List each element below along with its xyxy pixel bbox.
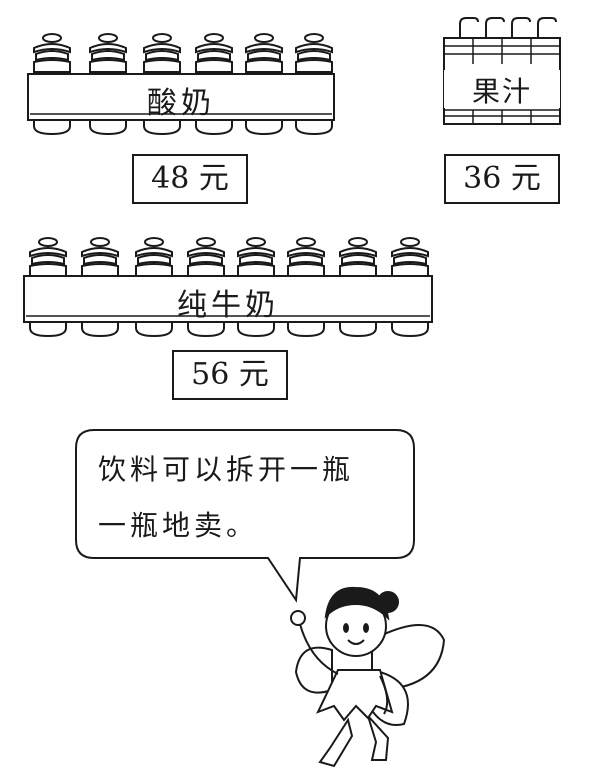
juice-label: 果汁 — [444, 70, 560, 108]
juice-price-box: 36 元 — [444, 154, 560, 204]
milk-label: 纯牛奶 — [177, 288, 279, 323]
speech-line-2: 一瓶地卖。 — [98, 509, 259, 542]
yogurt-label: 酸奶 — [147, 86, 215, 121]
yogurt-price-box: 48 元 — [132, 154, 248, 204]
speech-line-1: 饮料可以拆开一瓶 — [98, 453, 355, 486]
fairy-girl-illustration — [290, 586, 446, 768]
milk-pack-illustration — [23, 237, 433, 337]
milk-price-box: 56 元 — [172, 350, 288, 400]
speech-bubble — [75, 429, 415, 603]
yogurt-pack-illustration — [27, 33, 335, 135]
